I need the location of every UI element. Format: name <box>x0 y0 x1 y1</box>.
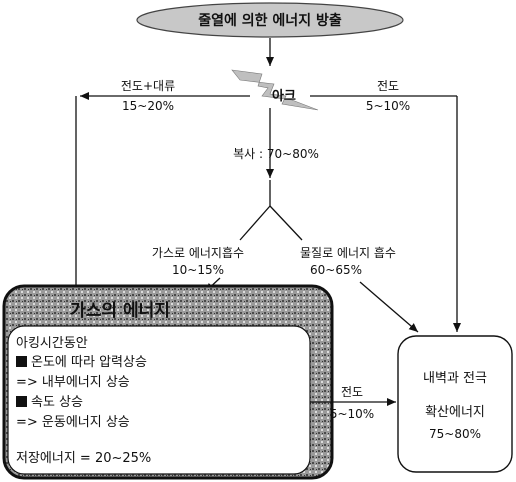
wall-electrode-box <box>397 335 513 473</box>
gas-box-line4: 속도 상승 <box>31 395 83 410</box>
wall-box-value: 75~80% <box>429 427 481 441</box>
right-branch-label: 전도 <box>377 79 399 93</box>
title-text: 줄열에 의한 에너지 방출 <box>198 12 342 29</box>
left-branch-value: 15~20% <box>122 99 174 113</box>
material-absorption-arrow <box>359 281 419 333</box>
gas-box-line1: 아킹시간동안 <box>16 336 88 351</box>
wall-box-label: 확산에너지 <box>425 405 485 420</box>
left-branch-label: 전도+대류 <box>121 79 175 93</box>
radiation-label: 복사 : 70~80% <box>233 147 319 161</box>
gas-box-line2-row: 온도에 따라 압력상승 <box>16 353 147 372</box>
lightning-icon <box>231 69 319 111</box>
gas-box-line3: => 내부에너지 상승 <box>16 375 130 390</box>
gas-box-line4-row: 속도 상승 <box>16 393 83 412</box>
arc-label: 아크 <box>272 88 296 104</box>
gas-absorption-label: 가스로 에너지흡수 <box>152 246 244 260</box>
material-absorption-value: 60~65% <box>310 263 362 277</box>
right-branch-value: 5~10% <box>366 99 410 113</box>
gas-box-line6: 저장에너지 = 20~25% <box>16 451 152 466</box>
fork-right <box>269 205 303 241</box>
title-ellipse <box>136 2 404 38</box>
bullet-square-icon <box>16 396 27 407</box>
bullet-square-icon <box>16 356 27 367</box>
gas-box-line5: => 운동에너지 상승 <box>16 415 130 430</box>
bottom-conduction-label: 전도 <box>341 385 363 399</box>
gas-energy-header: 가스의 에너지 <box>70 301 170 321</box>
gas-box-line2: 온도에 따라 압력상승 <box>31 355 147 370</box>
wall-box-title: 내벽과 전극 <box>423 371 487 386</box>
material-absorption-label: 물질로 에너지 흡수 <box>300 246 396 260</box>
gas-absorption-value: 10~15% <box>172 263 224 277</box>
bottom-conduction-value: 5~10% <box>330 407 374 421</box>
gas-energy-panel <box>7 325 311 475</box>
fork-left <box>239 205 271 241</box>
